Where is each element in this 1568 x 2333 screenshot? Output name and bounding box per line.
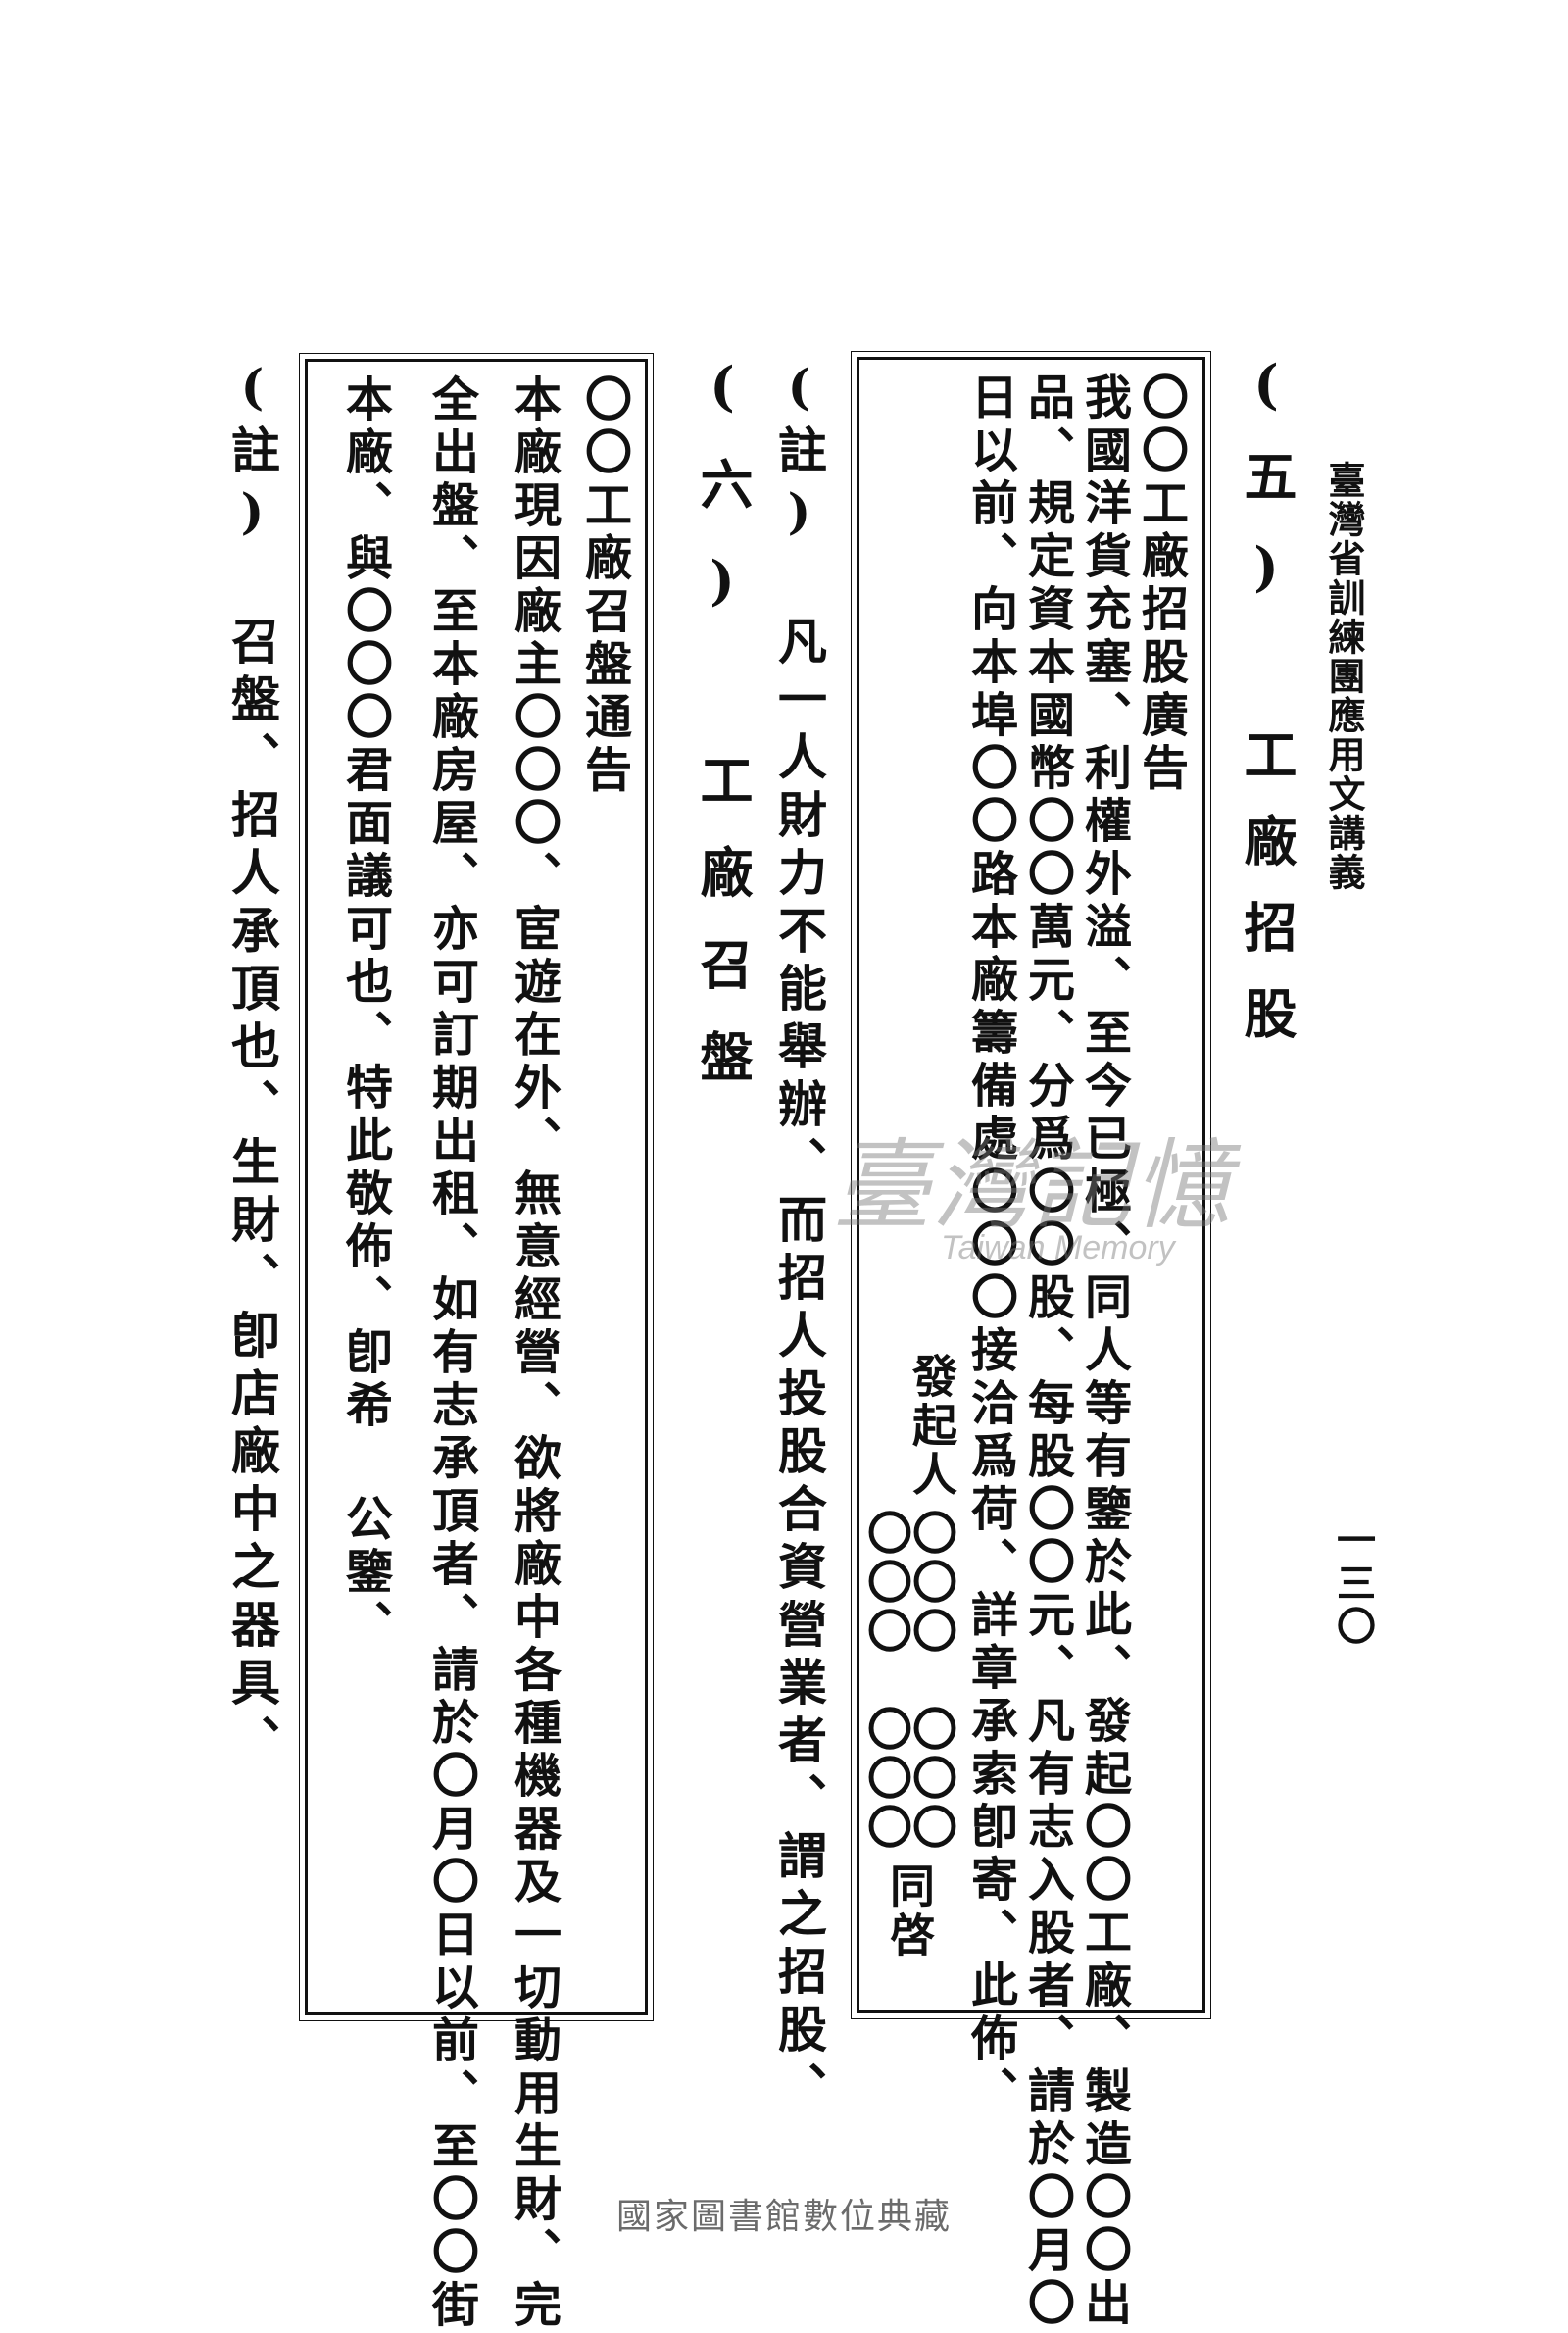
disposal-notice-line-1: 本廠現因廠主〇〇〇、宦遊在外、無意經營、欲將廠中各種機器及一切動用生財、完 [506, 374, 561, 2333]
library-footer: 國家圖書館數位典藏 [615, 2197, 952, 2237]
disposal-notice-box [299, 353, 654, 2021]
share-offer-signature-suffix: 同啓 [883, 1862, 936, 1961]
section-6-heading: (六) 工廠召盤 [691, 355, 754, 1121]
share-offer-title: 〇〇工廠招股廣告 [1133, 372, 1188, 796]
share-offer-signature-line-2: 〇〇〇 〇〇〇 [860, 1510, 913, 1853]
section-5-heading: (五) 工廠招股 [1235, 353, 1298, 1072]
share-offer-signature-label: 發起人 [906, 1353, 958, 1500]
disposal-notice-line-3: 本廠、與〇〇〇君面議可也、特此敬佈、卽希 公鑒、 [337, 374, 392, 1653]
share-offer-line-2: 品、規定資本國幣〇〇萬元、分爲〇〇股、每股〇〇元、凡有志入股者、請於〇月〇 [1019, 372, 1074, 2331]
share-offer-line-3: 日以前、向本埠〇〇路本廠籌備處〇〇〇接洽爲荷、詳章承索卽寄、此佈、 [962, 372, 1017, 2119]
share-offer-advertisement-box [851, 351, 1211, 2019]
share-offer-line-1: 我國洋貨充塞、利權外溢、至今已極、同人等有鑒於此、發起〇〇工廠、製造〇〇出 [1076, 372, 1131, 2331]
running-title: 臺灣省訓練團應用文講義 [1322, 461, 1366, 892]
section-5-note: (註) 凡一人財力不能舉辦、而招人投股合資營業者、謂之招股、 [770, 358, 828, 2119]
disposal-notice-title: 〇〇工廠召盤通告 [576, 374, 631, 798]
page-number: 一三〇 [1330, 1519, 1376, 1649]
disposal-notice-line-2: 全出盤、至本廠房屋、亦可訂期出租、如有志承頂者、請於〇月〇日以前、至〇〇街 [423, 374, 478, 2333]
section-6-note: (註) 召盤、招人承頂也、生財、卽店廠中之器具、 [223, 358, 281, 1772]
share-offer-signature-line-1: 〇〇〇 〇〇〇 [906, 1510, 958, 1853]
